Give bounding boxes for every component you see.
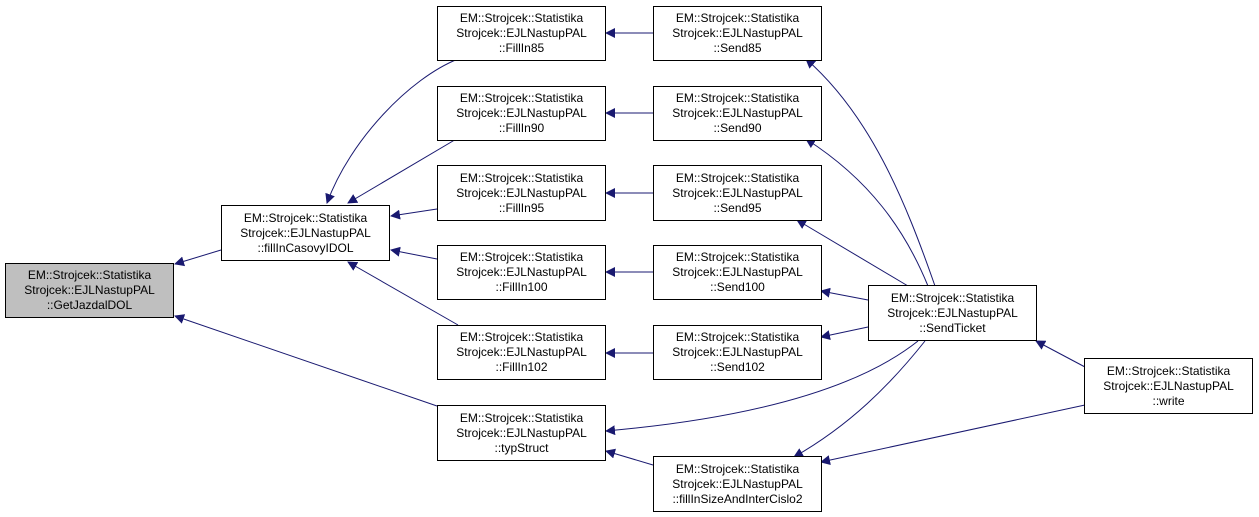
node-fillinsize-line3: ::fillInSizeAndInterCislo2 (672, 491, 803, 506)
edge-typstruct-to-getjazdaldol (174, 314, 438, 407)
node-fillin100[interactable]: EM::Strojcek::Statistika Strojcek::EJLNa… (437, 245, 606, 300)
edge-fillin95-to-fillincasovydol (390, 208, 438, 220)
node-fillincasovydol-line3: ::fillInCasovyIDOL (257, 240, 354, 255)
node-send95-line1: EM::Strojcek::Statistika (675, 170, 800, 185)
edge-sendticket-to-send95 (796, 219, 909, 287)
node-send95[interactable]: EM::Strojcek::Statistika Strojcek::EJLNa… (653, 165, 822, 221)
node-send100-line1: EM::Strojcek::Statistika (675, 250, 800, 264)
edge-write-to-fillinsize (820, 404, 1086, 465)
edge-fillinsize-to-typstruct (605, 448, 654, 466)
node-send95-line2: Strojcek::EJLNastupPAL (672, 185, 803, 200)
node-fillin95-line1: EM::Strojcek::Statistika (459, 170, 584, 185)
node-fillin90-line1: EM::Strojcek::Statistika (459, 91, 584, 105)
edge-sendticket-to-send85 (805, 58, 936, 287)
node-fillin95[interactable]: EM::Strojcek::Statistika Strojcek::EJLNa… (437, 165, 606, 221)
node-write[interactable]: EM::Strojcek::Statistika Strojcek::EJLNa… (1084, 358, 1253, 414)
node-fillin85-line2: Strojcek::EJLNastupPAL (456, 26, 587, 40)
node-fillinsize-line2: Strojcek::EJLNastupPAL (672, 476, 803, 491)
edge-write-to-sendticket (1035, 340, 1086, 368)
node-send90-line1: EM::Strojcek::Statistika (675, 91, 800, 105)
node-typstruct-line1: EM::Strojcek::Statistika (459, 410, 584, 425)
node-fillinsize-line1: EM::Strojcek::Statistika (675, 461, 800, 476)
edge-fillin102-to-fillincasovydol (347, 261, 459, 326)
node-typstruct[interactable]: EM::Strojcek::Statistika Strojcek::EJLNa… (437, 405, 606, 461)
node-fillincasovydol-line2: Strojcek::EJLNastupPAL (240, 225, 371, 240)
node-write-line1: EM::Strojcek::Statistika (1106, 363, 1231, 378)
node-send90-line3: ::Send90 (713, 121, 762, 135)
node-send85-line3: ::Send85 (713, 41, 762, 55)
edge-fillin85-to-fillincasovydol (325, 58, 459, 204)
node-fillin100-line1: EM::Strojcek::Statistika (459, 250, 584, 264)
node-fillincasovydol-line1: EM::Strojcek::Statistika (243, 210, 368, 225)
node-send100-line3: ::Send100 (710, 280, 765, 294)
edge-sendticket-to-send102 (820, 326, 869, 341)
edge-sendticket-to-fillinsize (793, 340, 926, 458)
node-send100[interactable]: EM::Strojcek::Statistika Strojcek::EJLNa… (653, 245, 822, 300)
edge-fillincasovydol-to-getjazdaldol (174, 249, 222, 267)
node-fillin85-line1: EM::Strojcek::Statistika (459, 11, 584, 25)
node-send102-line1: EM::Strojcek::Statistika (675, 330, 800, 344)
edge-sendticket-to-send100 (820, 287, 869, 301)
edge-sendticket-to-send90 (805, 138, 929, 287)
node-getjazdaldol: EM::Strojcek::Statistika Strojcek::EJLNa… (5, 263, 174, 318)
node-fillin90-line2: Strojcek::EJLNastupPAL (456, 106, 587, 120)
node-sendticket-line2: Strojcek::EJLNastupPAL (887, 305, 1018, 320)
node-send102[interactable]: EM::Strojcek::Statistika Strojcek::EJLNa… (653, 325, 822, 380)
node-send90[interactable]: EM::Strojcek::Statistika Strojcek::EJLNa… (653, 86, 822, 141)
node-typstruct-line3: ::typStruct (494, 440, 549, 455)
node-fillin100-line2: Strojcek::EJLNastupPAL (456, 265, 587, 279)
node-fillin102[interactable]: EM::Strojcek::Statistika Strojcek::EJLNa… (437, 325, 606, 380)
node-send102-line2: Strojcek::EJLNastupPAL (672, 345, 803, 359)
node-sendticket-line1: EM::Strojcek::Statistika (890, 290, 1015, 305)
node-fillincasovydol[interactable]: EM::Strojcek::Statistika Strojcek::EJLNa… (221, 205, 390, 261)
node-fillin90[interactable]: EM::Strojcek::Statistika Strojcek::EJLNa… (437, 86, 606, 141)
node-fillin102-line1: EM::Strojcek::Statistika (459, 330, 584, 344)
node-send102-line3: ::Send102 (710, 360, 765, 374)
node-getjazdaldol-line3: ::GetJazdalDOL (46, 298, 133, 312)
node-send85-line2: Strojcek::EJLNastupPAL (672, 26, 803, 40)
node-fillin100-line3: ::FillIn100 (495, 280, 548, 294)
node-send85-line1: EM::Strojcek::Statistika (675, 11, 800, 25)
node-fillinsize[interactable]: EM::Strojcek::Statistika Strojcek::EJLNa… (653, 456, 822, 512)
node-write-line3: ::write (1152, 393, 1185, 408)
node-fillin85-line3: ::FillIn85 (498, 41, 545, 55)
node-sendticket[interactable]: EM::Strojcek::Statistika Strojcek::EJLNa… (868, 285, 1037, 341)
edge-fillin90-to-fillincasovydol (347, 137, 459, 204)
node-send90-line2: Strojcek::EJLNastupPAL (672, 106, 803, 120)
node-typstruct-line2: Strojcek::EJLNastupPAL (456, 425, 587, 440)
edge-fillin100-to-fillincasovydol (390, 246, 438, 260)
node-fillin102-line3: ::FillIn102 (495, 360, 548, 374)
node-send95-line3: ::Send95 (713, 200, 762, 215)
node-fillin95-line3: ::FillIn95 (498, 200, 545, 215)
edge-sendticket-to-typstruct (605, 340, 919, 436)
node-fillin90-line3: ::FillIn90 (498, 121, 545, 135)
node-fillin102-line2: Strojcek::EJLNastupPAL (456, 345, 587, 359)
node-send85[interactable]: EM::Strojcek::Statistika Strojcek::EJLNa… (653, 6, 822, 61)
node-fillin95-line2: Strojcek::EJLNastupPAL (456, 185, 587, 200)
node-fillin85[interactable]: EM::Strojcek::Statistika Strojcek::EJLNa… (437, 6, 606, 61)
node-getjazdaldol-line2: Strojcek::EJLNastupPAL (24, 283, 155, 297)
node-write-line2: Strojcek::EJLNastupPAL (1103, 378, 1234, 393)
node-sendticket-line3: ::SendTicket (919, 320, 986, 335)
node-getjazdaldol-line1: EM::Strojcek::Statistika (27, 268, 152, 282)
node-send100-line2: Strojcek::EJLNastupPAL (672, 265, 803, 279)
